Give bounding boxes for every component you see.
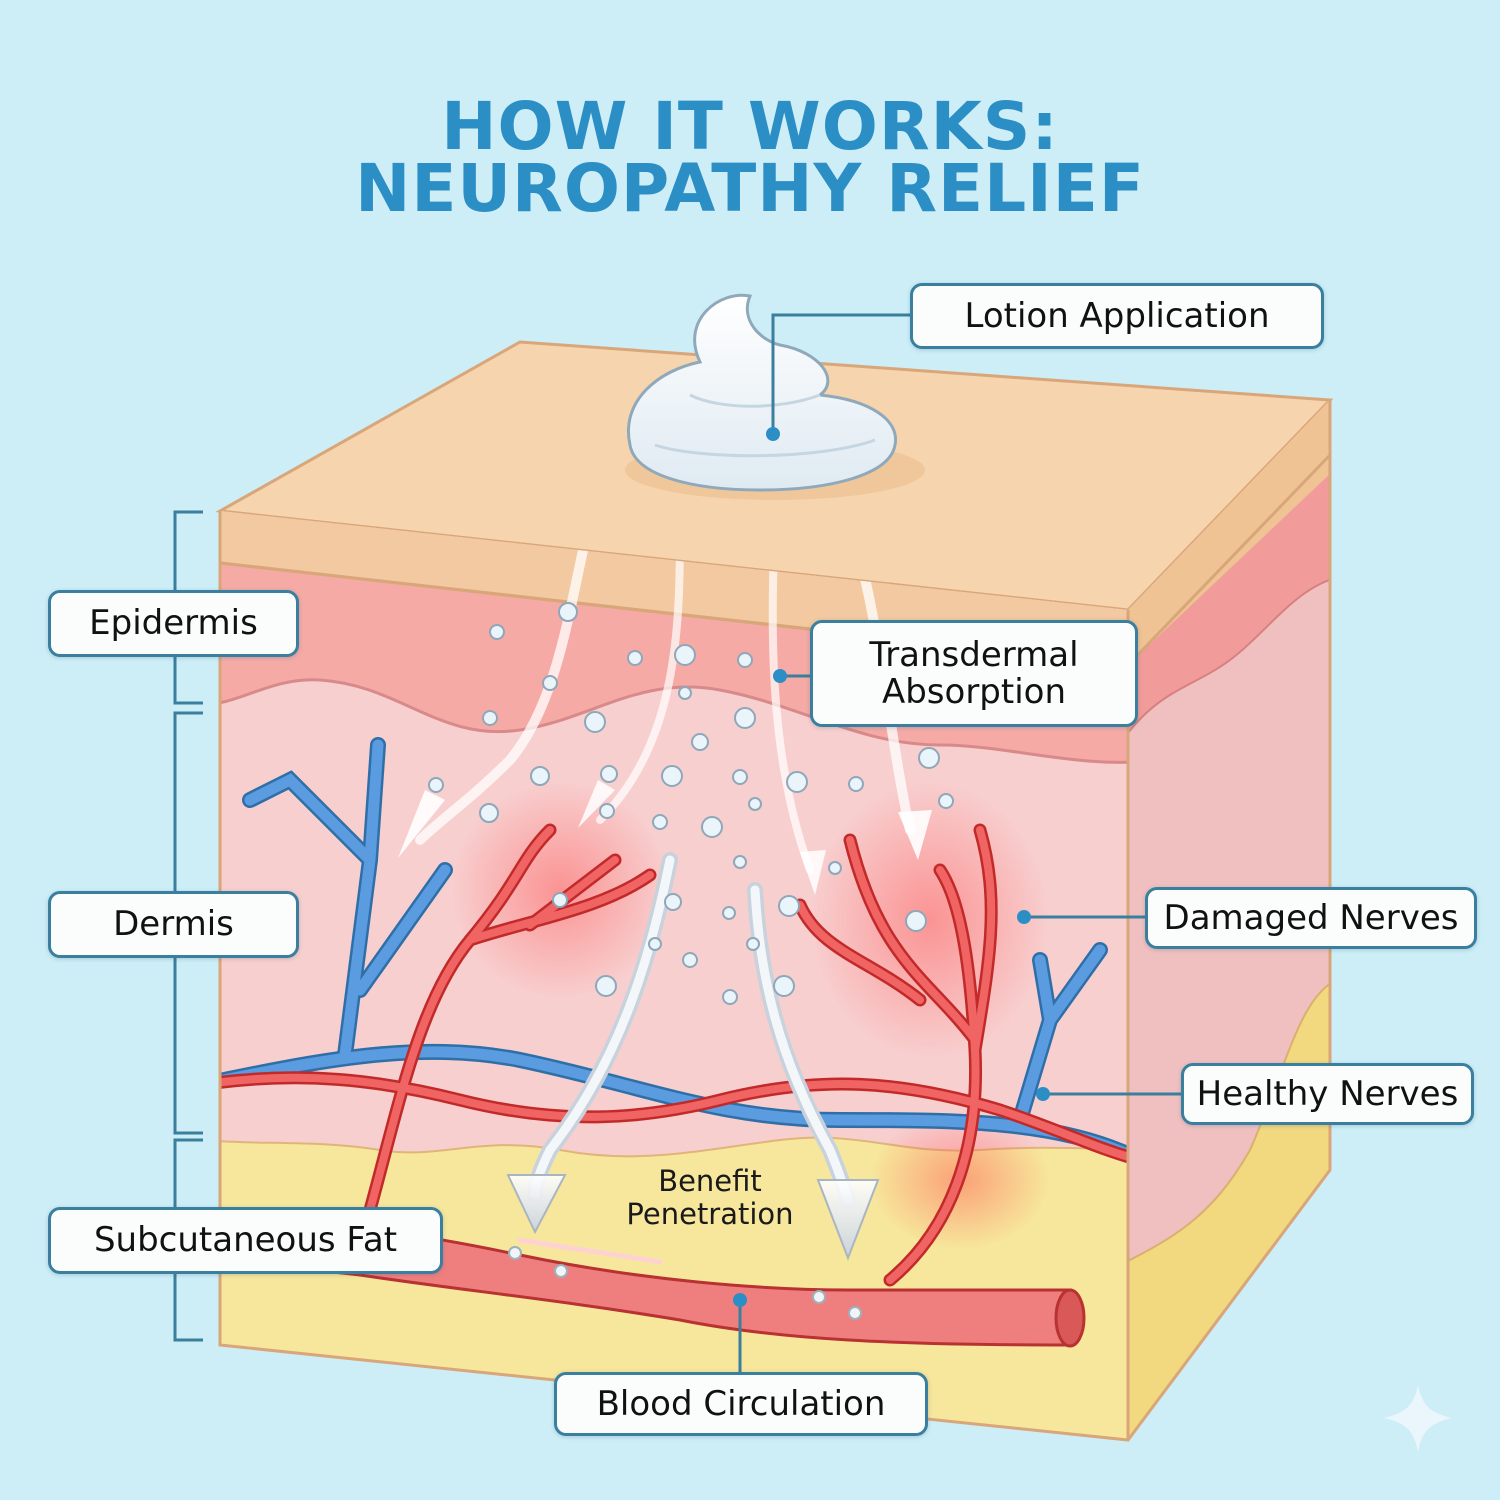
benefit-penetration-annotation: Benefit Penetration — [600, 1164, 820, 1232]
callout-blood-circulation: Blood Circulation — [554, 1372, 928, 1436]
title-line-1: HOW IT WORKS: — [441, 88, 1059, 165]
layer-label-epidermis: Epidermis — [48, 590, 299, 657]
callout-lotion-application: Lotion Application — [910, 283, 1324, 349]
callout-healthy-nerves: Healthy Nerves — [1181, 1063, 1474, 1125]
healthy-nerves — [220, 737, 1128, 1168]
layer-label-subcutaneous-fat: Subcutaneous Fat — [48, 1207, 443, 1274]
layer-label-dermis: Dermis — [48, 891, 299, 958]
lotion-droplets — [428, 602, 954, 1005]
title-line-2: NEUROPATHY RELIEF — [355, 150, 1145, 227]
callout-transdermal-absorption: Transdermal Absorption — [810, 620, 1138, 727]
penetration-arrowheads — [398, 780, 932, 1261]
callout-damaged-nerves: Damaged Nerves — [1145, 887, 1477, 949]
damaged-nerves — [220, 823, 1128, 1287]
transdermal-line-1: Transdermal — [869, 634, 1079, 675]
lotion-dollop — [625, 293, 925, 500]
callout-dots — [733, 427, 1050, 1307]
benefit-line-2: Penetration — [626, 1197, 794, 1232]
sparkle-icon — [1384, 1385, 1452, 1452]
transdermal-line-2: Absorption — [881, 671, 1067, 712]
benefit-line-1: Benefit — [658, 1164, 762, 1198]
